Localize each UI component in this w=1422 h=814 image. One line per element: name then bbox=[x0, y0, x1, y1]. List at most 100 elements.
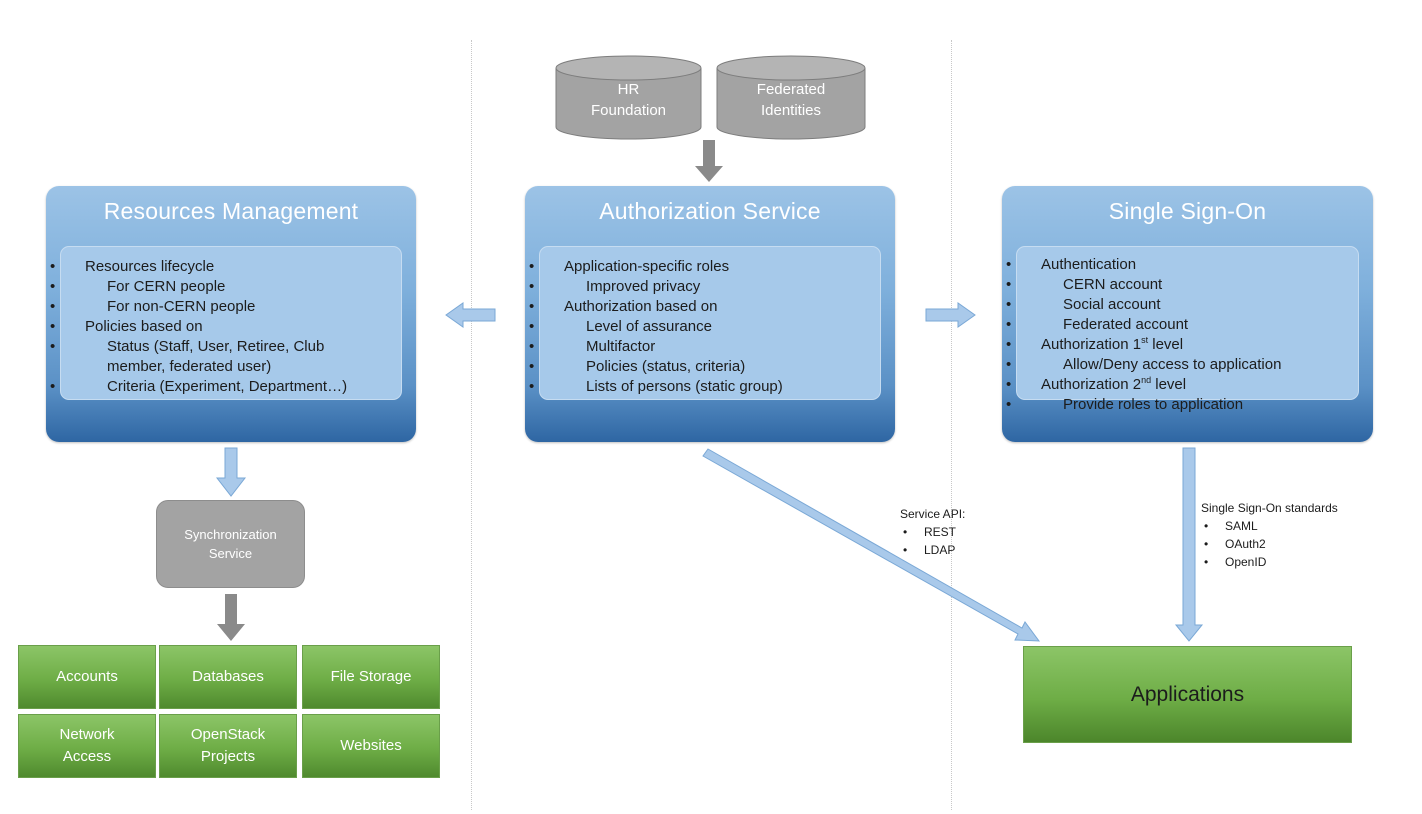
list-item-suffix: level bbox=[1151, 376, 1187, 393]
arrow-authz-to-sso bbox=[925, 302, 976, 328]
single-sign-on-title: Single Sign-On bbox=[1108, 198, 1267, 224]
sso-standards-note: Single Sign-On standards SAMLOAuth2OpenI… bbox=[1201, 499, 1338, 571]
arrow-sync-to-resources bbox=[217, 594, 245, 641]
list-item: Authorization 2nd level bbox=[1006, 375, 1358, 395]
resources-management-title: Resources Management bbox=[103, 198, 359, 224]
list-item: member, federated user) bbox=[61, 357, 401, 377]
list-item-text: Policies based on bbox=[85, 318, 203, 335]
sso-standards-list: SAMLOAuth2OpenID bbox=[1201, 517, 1338, 571]
list-item-text: Authentication bbox=[1041, 256, 1137, 273]
list-item-text: Improved privacy bbox=[586, 278, 701, 295]
list-item: Social account bbox=[1006, 295, 1358, 315]
authorization-service-body: Application-specific rolesImproved priva… bbox=[529, 246, 881, 400]
divider-right bbox=[951, 40, 952, 810]
synchronization-service-box: Synchronization Service bbox=[156, 500, 305, 588]
resource-tile-line: Projects bbox=[200, 748, 256, 765]
list-item-text: Status (Staff, User, Retiree, Club bbox=[107, 338, 325, 355]
list-item: Resources lifecycle bbox=[50, 257, 401, 277]
note-item: OAuth2 bbox=[1201, 535, 1338, 553]
resource-tile-line: Websites bbox=[340, 737, 402, 754]
resources-management-panel: Resources Management Resources lifecycle… bbox=[46, 186, 416, 442]
resource-tile: Accounts bbox=[18, 645, 156, 709]
list-item-text: For CERN people bbox=[107, 278, 226, 295]
list-item-text: Criteria (Experiment, Department…) bbox=[107, 378, 348, 395]
list-item: Level of assurance bbox=[529, 317, 880, 337]
divider-left bbox=[471, 40, 472, 810]
arrow-sources-to-authz bbox=[695, 140, 723, 182]
list-item-text: For non-CERN people bbox=[107, 298, 256, 315]
list-item-text: Application-specific roles bbox=[564, 258, 730, 275]
list-item-superscript: st bbox=[1141, 335, 1149, 345]
resource-tile-line: File Storage bbox=[330, 668, 412, 685]
list-item: Federated account bbox=[1006, 315, 1358, 335]
note-item: SAML bbox=[1201, 517, 1338, 535]
list-item: Authorization based on bbox=[529, 297, 880, 317]
list-item-text: CERN account bbox=[1063, 276, 1163, 293]
resource-tile: File Storage bbox=[302, 645, 440, 709]
resource-tile-line: Network bbox=[59, 726, 115, 743]
note-item: REST bbox=[900, 523, 965, 541]
resource-tile: Databases bbox=[159, 645, 297, 709]
arrow-sso-to-applications bbox=[1174, 447, 1204, 642]
list-item: Allow/Deny access to application bbox=[1006, 355, 1358, 375]
resource-tile-line: Access bbox=[62, 748, 112, 765]
list-item-text: Authorization 1 bbox=[1041, 336, 1142, 353]
note-item: OpenID bbox=[1201, 553, 1338, 571]
database-icon bbox=[716, 55, 866, 140]
list-item-text: Federated account bbox=[1063, 316, 1189, 333]
authorization-service-title: Authorization Service bbox=[599, 198, 821, 224]
resource-tile-line: Databases bbox=[192, 668, 264, 685]
single-sign-on-body: AuthenticationCERN accountSocial account… bbox=[1006, 246, 1359, 415]
list-item: Lists of persons (static group) bbox=[529, 377, 880, 397]
arrow-authz-to-resources bbox=[445, 302, 496, 328]
list-item-text: Resources lifecycle bbox=[85, 258, 215, 275]
service-api-note: Service API: RESTLDAP bbox=[900, 505, 965, 559]
hr-foundation-line-1: HR bbox=[617, 81, 640, 98]
list-item-text: Provide roles to application bbox=[1063, 396, 1244, 413]
list-item-suffix: level bbox=[1148, 336, 1184, 353]
resource-tile-line: Accounts bbox=[56, 668, 118, 685]
list-item: Multifactor bbox=[529, 337, 880, 357]
service-api-title: Service API: bbox=[900, 507, 966, 521]
federated-identities-cylinder: Federated Identities bbox=[716, 55, 866, 141]
sso-standards-title: Single Sign-On standards bbox=[1201, 501, 1338, 515]
list-item: Criteria (Experiment, Department…) bbox=[50, 377, 401, 397]
sync-line-2: Service bbox=[208, 546, 253, 561]
resources-management-body: Resources lifecycleFor CERN peopleFor no… bbox=[50, 246, 402, 400]
sync-line-1: Synchronization bbox=[184, 527, 277, 542]
sso-list: AuthenticationCERN accountSocial account… bbox=[1006, 255, 1358, 415]
hr-foundation-line-2: Foundation bbox=[590, 102, 667, 119]
authorization-service-panel: Authorization Service Application-specif… bbox=[525, 186, 895, 442]
service-api-list: RESTLDAP bbox=[900, 523, 965, 559]
list-item: Application-specific roles bbox=[529, 257, 880, 277]
arrow-resources-to-sync bbox=[215, 447, 247, 497]
list-item-text: Authorization based on bbox=[564, 298, 718, 315]
arrow-authz-to-applications bbox=[702, 448, 1041, 642]
list-item: Policies (status, criteria) bbox=[529, 357, 880, 377]
authz-list: Application-specific rolesImproved priva… bbox=[529, 257, 880, 397]
list-item: Provide roles to application bbox=[1006, 395, 1358, 415]
applications-box: Applications bbox=[1023, 646, 1352, 743]
hr-foundation-cylinder: HR Foundation bbox=[555, 55, 702, 141]
list-item: CERN account bbox=[1006, 275, 1358, 295]
list-item: For non-CERN people bbox=[50, 297, 401, 317]
federated-identities-line-2: Identities bbox=[760, 102, 822, 119]
resources-list: Resources lifecycleFor CERN peopleFor no… bbox=[50, 257, 401, 397]
list-item: Improved privacy bbox=[529, 277, 880, 297]
list-item-text: Authorization 2 bbox=[1041, 376, 1142, 393]
resource-tile-line: OpenStack bbox=[190, 726, 266, 743]
single-sign-on-panel: Single Sign-On AuthenticationCERN accoun… bbox=[1002, 186, 1373, 442]
resource-tile: Websites bbox=[302, 714, 440, 778]
list-item-text: Level of assurance bbox=[586, 318, 712, 335]
database-icon bbox=[555, 55, 702, 140]
list-item: Status (Staff, User, Retiree, Club bbox=[50, 337, 401, 357]
federated-identities-line-1: Federated bbox=[756, 81, 826, 98]
list-item: For CERN people bbox=[50, 277, 401, 297]
list-item-text: Social account bbox=[1063, 296, 1161, 313]
list-item: Authentication bbox=[1006, 255, 1358, 275]
list-item-text: Multifactor bbox=[586, 338, 656, 355]
list-item-text: Allow/Deny access to application bbox=[1063, 356, 1282, 373]
